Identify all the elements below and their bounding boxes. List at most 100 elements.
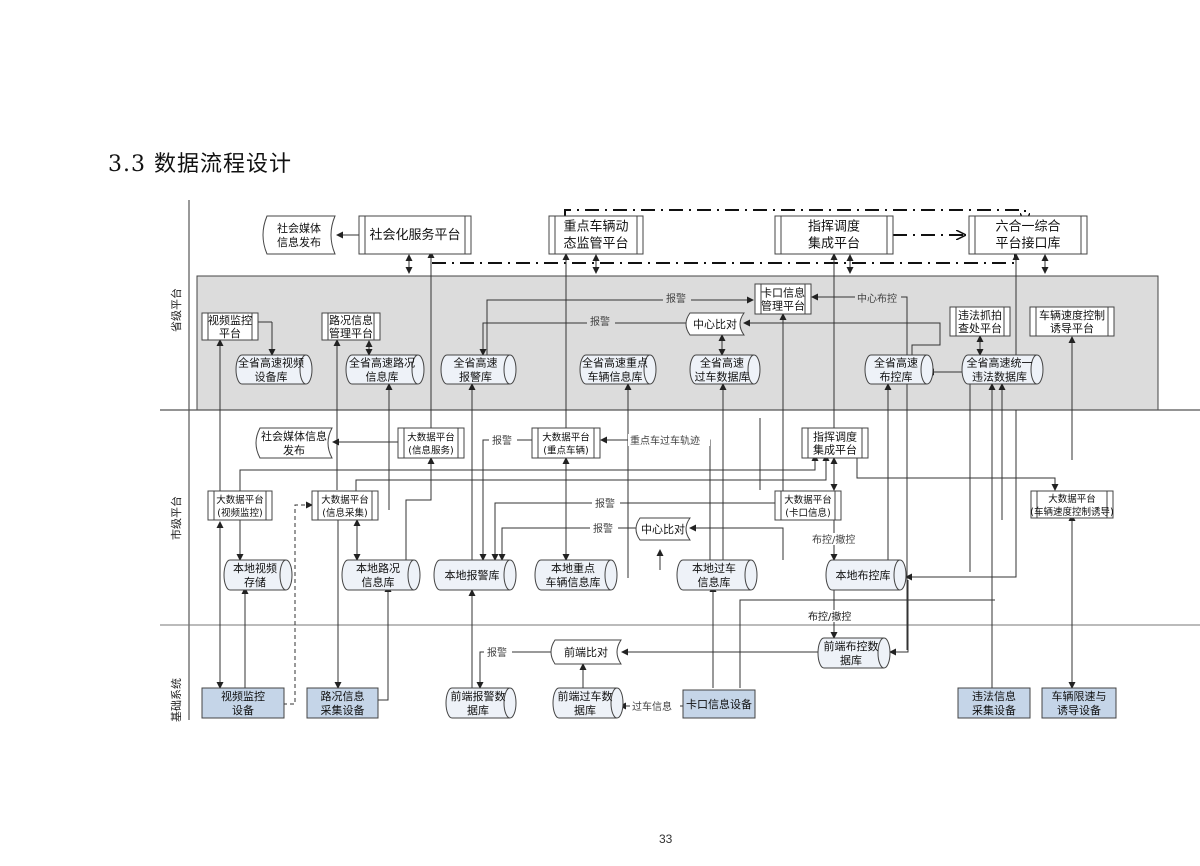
node-label: 采集设备	[972, 703, 1016, 717]
node-label: 本地报警库	[445, 568, 500, 582]
node-label: 全省高速视频	[238, 356, 304, 370]
edge-labels: 报警 报警 中心布控 报警 重点车过车轨迹 报警 报警 布控/撤控 布控/撤控 …	[484, 292, 901, 713]
node-label: 前端过车数	[558, 689, 613, 703]
city-bigdata-key-vehicle[interactable]: 大数据平台(重点车辆)	[531, 427, 601, 459]
node-label: (重点车辆)	[543, 445, 588, 457]
edge-label-control-release: 布控/撤控	[808, 610, 851, 623]
node-label: 前端比对	[564, 645, 608, 659]
node-label: 大数据平台	[542, 432, 590, 444]
social-service-platform[interactable]: 社会化服务平台	[358, 215, 472, 255]
node-label: 中心比对	[693, 317, 737, 331]
tier-label-province: 省级平台	[169, 288, 183, 332]
node-label: 视频监控	[208, 313, 252, 327]
dashdot-line-top	[564, 209, 1025, 222]
city-bigdata-info-collect[interactable]: 大数据平台(信息采集)	[311, 490, 379, 521]
node-label: 指挥调度	[813, 430, 857, 444]
city-bigdata-video[interactable]: 大数据平台(视频监控)	[207, 490, 273, 521]
node-label: 全省高速重点	[582, 356, 648, 370]
city-center-compare[interactable]: 中心比对	[635, 517, 691, 541]
node-label: 据库	[840, 653, 862, 667]
city-bigdata-speed[interactable]: 大数据平台(车辆速度控制诱导)	[1030, 490, 1114, 519]
node-label: 指挥调度	[808, 219, 860, 235]
node-label: 据库	[574, 703, 596, 717]
node-label: 路况信息	[321, 689, 365, 703]
base-front-compare[interactable]: 前端比对	[550, 639, 622, 665]
node-label: 设备	[232, 703, 254, 717]
edge-label-alarm: 报警	[590, 315, 610, 328]
node-label: (卡口信息)	[785, 507, 830, 519]
dashdot-line-mid	[432, 254, 1016, 264]
edge-label-alarm: 报警	[595, 497, 615, 510]
node-label: 卡口信息设备	[686, 697, 752, 711]
node-label: 管理平台	[761, 299, 805, 313]
node-label: 布控库	[880, 370, 913, 384]
node-label: 本地重点	[551, 561, 595, 575]
node-label: 视频监控	[221, 689, 265, 703]
node-label: 社会媒体	[277, 221, 321, 235]
node-label: 诱导设备	[1057, 703, 1101, 717]
node-label: 集成平台	[813, 443, 857, 457]
node-label: 本地视频	[233, 561, 277, 575]
node-label: 大数据平台	[784, 494, 832, 506]
node-label: 车辆限速与	[1052, 689, 1107, 703]
page-number: 33	[659, 832, 673, 846]
node-label: 车辆速度控制	[1039, 308, 1105, 322]
node-label: 违法数据库	[972, 370, 1027, 384]
city-bigdata-info-service[interactable]: 大数据平台(信息服务)	[397, 427, 465, 459]
city-local-control[interactable]: 本地布控库	[825, 559, 907, 591]
node-label: 发布	[283, 443, 305, 457]
city-bigdata-checkpoint[interactable]: 大数据平台(卡口信息)	[774, 490, 842, 521]
node-label: 六合一综合	[995, 220, 1060, 235]
node-label: 前端报警数	[451, 689, 506, 703]
node-label: 信息库	[362, 575, 395, 589]
node-label: 信息库	[366, 370, 399, 384]
city-local-alarm[interactable]: 本地报警库	[433, 559, 517, 591]
node-label: 全省高速	[454, 356, 498, 370]
edge-label-alarm: 报警	[487, 646, 507, 659]
node-label: 信息库	[698, 575, 731, 589]
node-label: 据库	[467, 703, 489, 717]
base-checkpoint-device[interactable]: 卡口信息设备	[682, 689, 756, 719]
node-label: 管理平台	[329, 326, 373, 340]
node-label: 大数据平台	[216, 494, 264, 506]
node-label: 路况信息	[329, 313, 373, 327]
node-label: (信息采集)	[322, 507, 367, 519]
province-center-compare[interactable]: 中心比对	[685, 312, 745, 336]
node-label: 重点车辆动	[563, 219, 628, 235]
node-label: 信息发布	[277, 235, 321, 249]
node-label: 报警库	[459, 370, 492, 384]
node-label: 平台	[219, 326, 241, 340]
node-label: 前端布控数	[824, 639, 879, 653]
edge-label-center-control: 中心布控	[857, 292, 897, 305]
node-label: 全省高速路况	[349, 356, 415, 370]
